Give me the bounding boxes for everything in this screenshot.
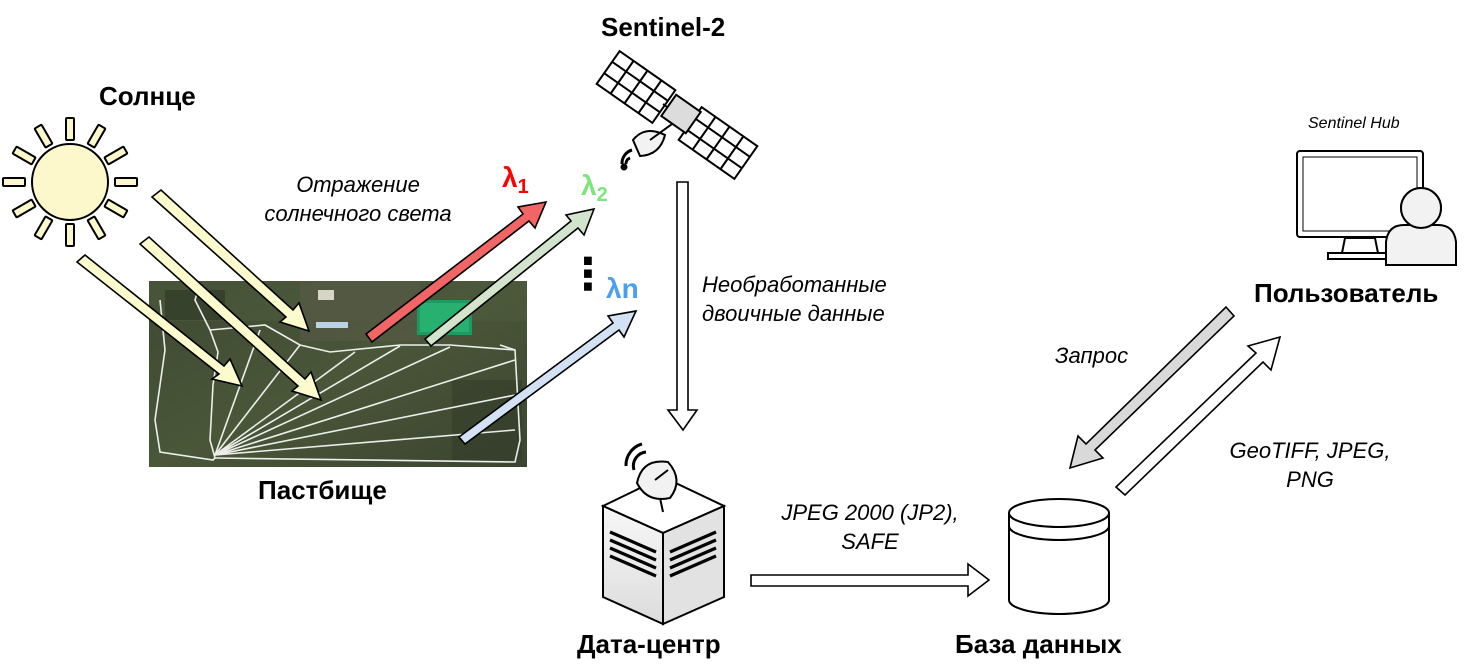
user-monitor-icon bbox=[1296, 150, 1457, 266]
ingest-arrow bbox=[750, 562, 991, 598]
band-2-subscript: 2 bbox=[596, 184, 608, 206]
sun-label: Солнце bbox=[99, 81, 196, 111]
database-label: База данных bbox=[955, 629, 1122, 659]
reflection-line-2: солнечного света bbox=[264, 201, 452, 226]
sun-icon bbox=[2, 117, 138, 247]
pasture-label: Пастбище bbox=[258, 475, 387, 505]
jp2-annotation: JPEG 2000 (JP2), SAFE bbox=[755, 498, 985, 556]
user-label: Пользователь bbox=[1254, 278, 1439, 308]
band-n-label: λn bbox=[606, 273, 639, 304]
database-icon bbox=[1008, 498, 1110, 615]
band-1-lambda: λ bbox=[502, 162, 518, 193]
reflection-annotation: Отражение солнечного света bbox=[243, 170, 473, 228]
raw-data-annotation: Необработанные двоичные данные bbox=[702, 270, 887, 328]
sunlight-arrow-1 bbox=[150, 188, 311, 333]
band-ellipsis: ⋮ bbox=[566, 250, 610, 299]
formats-line-2: PNG bbox=[1286, 467, 1334, 492]
raw-data-line-1: Необработанные bbox=[702, 272, 887, 297]
request-arrow bbox=[1068, 305, 1236, 470]
satellite-icon bbox=[595, 49, 759, 181]
band-2-arrow bbox=[423, 207, 596, 348]
band-2-label: λ2 bbox=[581, 170, 608, 207]
jp2-line-1: JPEG 2000 (JP2), bbox=[781, 500, 959, 525]
sunlight-arrow-3 bbox=[75, 253, 244, 388]
hub-label: Sentinel Hub bbox=[1308, 115, 1400, 132]
reflection-line-1: Отражение bbox=[296, 172, 420, 197]
band-n-arrow bbox=[457, 309, 638, 446]
response-arrow bbox=[1114, 335, 1282, 497]
datacenter-label: Дата-центр bbox=[577, 629, 721, 659]
band-1-label: λ1 bbox=[502, 162, 529, 199]
request-annotation: Запрос bbox=[1055, 343, 1129, 368]
sunlight-arrows bbox=[75, 188, 323, 402]
band-1-subscript: 1 bbox=[517, 176, 529, 198]
datacenter-icon bbox=[600, 442, 727, 626]
jp2-line-2: SAFE bbox=[841, 529, 899, 554]
band-1-arrow bbox=[364, 200, 548, 344]
sunlight-arrow-2 bbox=[138, 235, 323, 402]
band-2-lambda: λ bbox=[581, 170, 597, 201]
raw-data-line-2: двоичные данные bbox=[702, 301, 885, 326]
downlink-arrow bbox=[666, 181, 699, 432]
formats-line-1: GeoTIFF, JPEG, bbox=[1229, 438, 1391, 463]
satellite-label: Sentinel-2 bbox=[601, 12, 726, 42]
formats-annotation: GeoTIFF, JPEG, PNG bbox=[1195, 436, 1425, 494]
